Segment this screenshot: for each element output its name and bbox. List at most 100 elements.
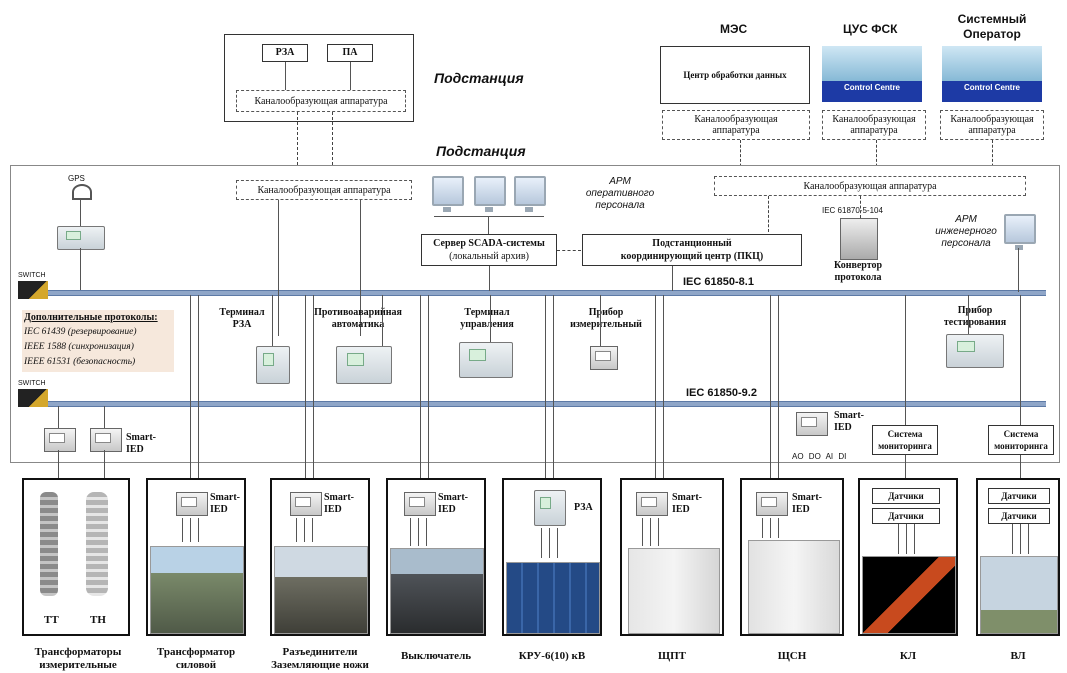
- disconnectors-ied: [290, 492, 322, 516]
- protocol-1: IEC 61439 (резервирование): [24, 327, 137, 337]
- mon-1-down: [905, 455, 906, 481]
- top-channel-label: Каналообразующая аппаратура: [254, 95, 388, 107]
- meas-bus-line: [600, 295, 601, 346]
- gps-bus-link: [80, 248, 81, 292]
- bus1-label: IEC 61850-8.1: [683, 276, 754, 288]
- top-channel-box: Каналообразующая аппаратура: [236, 90, 406, 112]
- meas-l2: измерительный: [570, 318, 642, 330]
- arm-op-l3: персонала: [595, 200, 645, 211]
- conv-l1: Конвертор: [833, 260, 883, 271]
- channel-to-pa: [360, 200, 361, 336]
- meas-l1: Прибор: [588, 307, 624, 318]
- caption-breaker: Выключатель: [400, 650, 472, 662]
- shpt-ied-label: Smart- IED: [672, 492, 702, 516]
- pkc-l2: координирующий центр (ПКЦ): [620, 251, 764, 262]
- arrow-br-2: [418, 518, 419, 546]
- mes-channel-l1: Каналообразующая: [694, 114, 778, 125]
- meas-label: Прибор измерительный: [560, 307, 652, 330]
- drop-2: [198, 295, 199, 481]
- cus-control-centre-label: Control Centre: [822, 80, 922, 102]
- iec104-label: IEC 61870-5-104: [822, 206, 883, 215]
- term-ctrl-l2: управления: [460, 318, 514, 330]
- cap1-l2: силовой: [175, 659, 217, 671]
- data-center-label: Центр обработки данных: [683, 70, 787, 80]
- io-smart-ied-label: Smart- IED: [834, 410, 864, 434]
- substation-top-title: Подстанция: [434, 70, 524, 86]
- br-ied-l2: IED: [438, 504, 456, 515]
- breaker-ied-label: Smart- IED: [438, 492, 468, 516]
- protocol-3: IEEE 61531 (безопасность): [24, 357, 136, 367]
- io-ao: AO: [792, 452, 804, 461]
- vl-sensor-1-label: Датчики: [1001, 491, 1037, 501]
- bus2-smart-l2: IED: [126, 444, 144, 455]
- kl-sensor-1: Датчики: [872, 488, 940, 504]
- scada-l1: Сервер SCADA-системы: [433, 238, 545, 249]
- station-frame: [10, 165, 1060, 463]
- kru-rza-device: [534, 490, 566, 526]
- arm-op-to-scada: [488, 216, 489, 234]
- br-ied-l1: Smart-: [438, 492, 468, 503]
- vl-line-photo: [980, 556, 1058, 634]
- data-center-box: Центр обработки данных: [660, 46, 810, 104]
- arm-op-monitor-1: [432, 176, 464, 212]
- caption-shpt: ЩПТ: [658, 650, 686, 662]
- caption-disconnectors: Разъединители Заземляющие ножи: [254, 646, 386, 672]
- pa-auto-label: Противоаварийная автоматика: [312, 307, 404, 330]
- pkc-box: Подстанционный координирующий центр (ПКЦ…: [582, 234, 802, 266]
- dc-ied-l1: Smart-: [324, 492, 354, 503]
- bus2-ied-2-line: [104, 406, 105, 428]
- pa-l1: Противоаварийная: [314, 307, 402, 318]
- shsn-cabinet-photo: [748, 540, 840, 634]
- arrow-kl-2: [906, 524, 907, 554]
- power-transformer-ied: [176, 492, 208, 516]
- test-device: [946, 334, 1004, 368]
- cap0-l2: измерительные: [39, 659, 117, 671]
- kl-sensor-1-label: Датчики: [888, 491, 924, 501]
- top-channel-dash-2: [332, 112, 334, 180]
- io-smart-ied: [796, 412, 828, 436]
- ied-2-down: [104, 450, 105, 481]
- vl-sensor-2-label: Датчики: [1001, 511, 1037, 521]
- ied-1-down: [58, 450, 59, 481]
- pa-l2: автоматика: [331, 318, 385, 330]
- pt-ied-l1: Smart-: [210, 492, 240, 503]
- shpt-ied-l2: IED: [672, 504, 690, 515]
- shpt-ied: [636, 492, 668, 516]
- switch-1-label: SWITCH: [18, 272, 46, 279]
- cus-control-centre-photo: Control Centre: [822, 46, 922, 102]
- arm-eng-l2: инженерного: [935, 226, 997, 237]
- kl-sensor-2-label: Датчики: [888, 511, 924, 521]
- arrow-shsn-3: [778, 518, 779, 538]
- test-l1: Прибор: [957, 305, 993, 316]
- pkc-to-bus: [672, 266, 673, 291]
- pa-box: ПА: [327, 44, 373, 62]
- cap0-l1: Трансформаторы: [34, 646, 122, 658]
- vl-sensor-1: Датчики: [988, 488, 1050, 504]
- kl-sensor-2: Датчики: [872, 508, 940, 524]
- cus-channel-l1: Каналообразующая: [832, 114, 916, 125]
- right-channel-box: Каналообразующая аппаратура: [714, 176, 1026, 196]
- arrow-shsn-1: [762, 518, 763, 538]
- arrow-kru-1: [541, 528, 542, 558]
- pza-label: РЗА: [275, 47, 295, 58]
- arm-eng-monitor: [1004, 214, 1036, 250]
- drop-7: [545, 295, 546, 481]
- arrow-kru-2: [549, 528, 550, 558]
- pt-ied-l2: IED: [210, 504, 228, 515]
- arrow-br-3: [426, 518, 427, 546]
- tn-insulator-icon: [86, 492, 108, 596]
- arm-op-lan: [434, 216, 544, 217]
- so-channel-l1: Каналообразующая: [950, 114, 1034, 125]
- gps-clock-device: [57, 226, 105, 250]
- pa-label: ПА: [342, 47, 358, 58]
- caption-shsn: ЩСН: [777, 650, 807, 662]
- io-smart-l1: Smart-: [834, 410, 864, 421]
- switch-2-icon: [18, 389, 48, 407]
- so-title-line2: Оператор: [963, 27, 1021, 41]
- arrow-vl-2: [1020, 524, 1021, 554]
- mes-dash: [740, 140, 742, 176]
- bus2-ied-1-line: [58, 406, 59, 428]
- pkc-l1: Подстанционный: [652, 238, 732, 249]
- arrow-dc-2: [304, 518, 305, 542]
- shpt-ied-l1: Smart-: [672, 492, 702, 503]
